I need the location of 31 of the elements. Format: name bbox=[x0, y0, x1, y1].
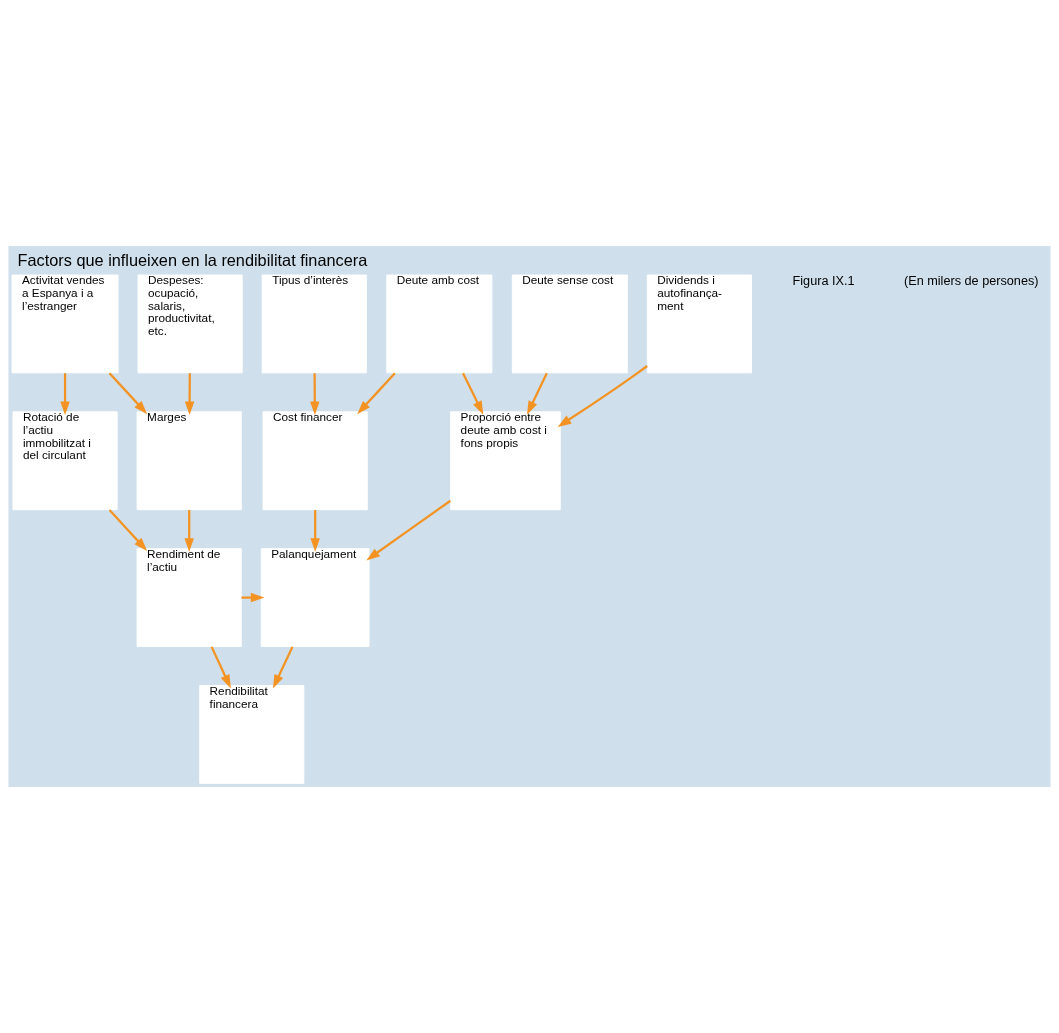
arrow bbox=[557, 365, 648, 427]
node-box: Deute amb cost bbox=[386, 274, 493, 374]
arrow bbox=[310, 510, 320, 552]
diagram-title: Factors que influeixen en la rendibilitat financera bbox=[17, 251, 368, 270]
arrow bbox=[108, 372, 148, 415]
label: (En milers de persones) bbox=[904, 274, 1039, 289]
arrow bbox=[184, 510, 194, 552]
arrow bbox=[60, 373, 70, 416]
node-box: Despeses: ocupació, salaris, productivitat, etc. bbox=[137, 274, 243, 374]
arrow bbox=[272, 646, 294, 689]
arrow bbox=[184, 373, 195, 416]
node-box: Proporció entre deute amb cost i fons propis bbox=[450, 411, 561, 511]
node-box: Palanquejament bbox=[260, 548, 370, 647]
node-box: Activitat vendes a Espanya i a l’estranger bbox=[11, 274, 119, 374]
arrow bbox=[310, 373, 320, 416]
arrow bbox=[241, 592, 265, 603]
node-box: Rendibilitat financera bbox=[199, 685, 305, 784]
arrow bbox=[357, 372, 396, 415]
node-box: Dividends i autofinança- ment bbox=[646, 274, 752, 374]
node-box: Rotació de l’actiu immobilitzat i del circulant bbox=[12, 411, 118, 511]
node-box: Marges bbox=[136, 411, 242, 511]
arrow bbox=[527, 372, 548, 415]
node-box: Tipus d’interès bbox=[261, 274, 367, 374]
arrow bbox=[108, 509, 148, 551]
node-box: Rendiment de l’actiu bbox=[136, 548, 242, 647]
node-box: Deute sense cost bbox=[511, 274, 628, 374]
node-box: Cost financer bbox=[262, 411, 368, 511]
arrow bbox=[462, 372, 484, 415]
arrow bbox=[210, 646, 231, 689]
label: Figura IX.1 bbox=[792, 274, 855, 289]
arrow bbox=[366, 499, 452, 561]
